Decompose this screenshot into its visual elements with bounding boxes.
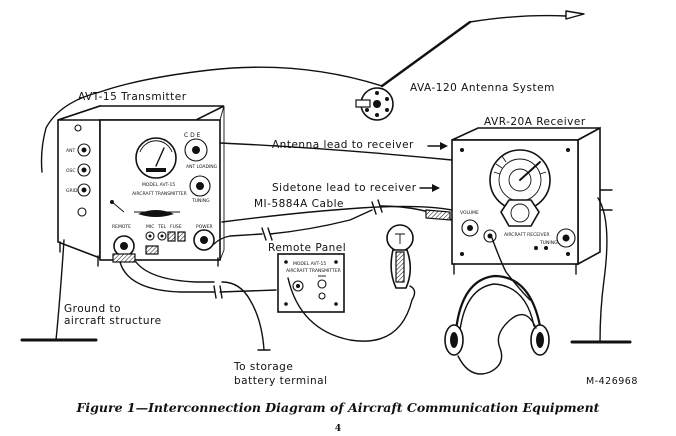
ant-loading-dial-icon: C D E ANT LOADING [184,132,218,170]
mi-5884a-cable: MI-5884A Cable [213,198,453,245]
receiver-tuning-right-knob-icon [556,228,576,248]
headphones-icon [444,274,550,356]
ground-lead-receiver [570,197,632,344]
svg-text:C D E: C D E [184,132,201,139]
ground-label-line1: Ground to [64,303,121,315]
transmitter-unit: AVT-15 Transmitter ANT OSC GRID [57,91,225,267]
svg-text:AIRCRAFT TRANSMITTER: AIRCRAFT TRANSMITTER [132,191,187,197]
battery-cable: To storage battery terminal [119,261,328,387]
svg-text:ANT LOADING: ANT LOADING [186,164,218,170]
svg-text:REMOTE: REMOTE [112,224,131,230]
tuning-dial-icon: TUNING [189,175,211,204]
svg-text:OSC: OSC [66,168,76,174]
svg-text:VOLUME: VOLUME [460,210,479,216]
receiver-unit: AVR-20A Receiver VOLUME [451,116,613,275]
svg-text:FUSE: FUSE [170,224,182,230]
svg-text:ANT: ANT [66,148,75,154]
antenna-hub-icon [355,87,394,121]
remote-panel: Remote Panel MODEL AVT-15 AIRCRAFT TRANS… [268,242,346,313]
svg-text:AIRCRAFT RECEIVER: AIRCRAFT RECEIVER [504,232,550,238]
svg-text:GRID: GRID [66,188,78,194]
sidetone-lead: Sidetone lead to receiver [221,182,453,223]
page-number: 4 [335,424,341,434]
antenna-lead-label: Antenna lead to receiver [272,139,414,151]
sidetone-lead-label: Sidetone lead to receiver [272,182,417,194]
power-connector-icon [193,229,215,251]
receiver-tuning-knob-icon [500,199,540,227]
receiver-label: AVR-20A Receiver [484,116,586,128]
antenna-lead: Antenna lead to receiver [219,139,453,161]
ground-lead-transmitter: Ground to aircraft structure [20,239,162,342]
svg-text:TUNING: TUNING [539,240,558,246]
headphones [444,237,550,375]
svg-text:MIC: MIC [146,224,154,230]
storage-label-line2: battery terminal [234,375,328,387]
receiver-phone-jack-icon [483,229,497,243]
svg-text:TUNING: TUNING [191,198,210,204]
transmitter-lower-controls: REMOTE MIC TEL FUSE POWER [112,224,213,255]
microphone [287,224,416,342]
cable-label: MI-5884A Cable [254,198,344,210]
svg-text:MODEL AVT-15: MODEL AVT-15 [293,261,326,267]
volume-knob-icon: VOLUME [460,210,479,237]
transmitter-label: AVT-15 Transmitter [78,91,187,103]
transmitter-meter-icon [135,137,177,179]
drawing-number: M-426968 [586,376,638,387]
antenna-system-label: AVA-120 Antenna System [410,82,555,94]
microphone-icon [386,224,414,289]
remote-connector-icon [112,235,136,263]
side-jacks: ANT OSC GRID [66,124,91,217]
storage-label-line1: To storage [233,361,293,373]
antenna-system: AVA-120 Antenna System [40,10,585,173]
emblem-icon [134,210,180,217]
svg-text:POWER: POWER [196,224,213,230]
svg-text:MODEL AVT-15: MODEL AVT-15 [142,182,175,188]
ground-label-line2: aircraft structure [64,315,162,327]
svg-text:TEL: TEL [157,224,167,230]
figure-caption: Figure 1—Interconnection Diagram of Airc… [76,400,600,415]
remote-panel-label: Remote Panel [268,242,346,254]
svg-text:AIRCRAFT TRANSMITTER: AIRCRAFT TRANSMITTER [286,268,341,274]
